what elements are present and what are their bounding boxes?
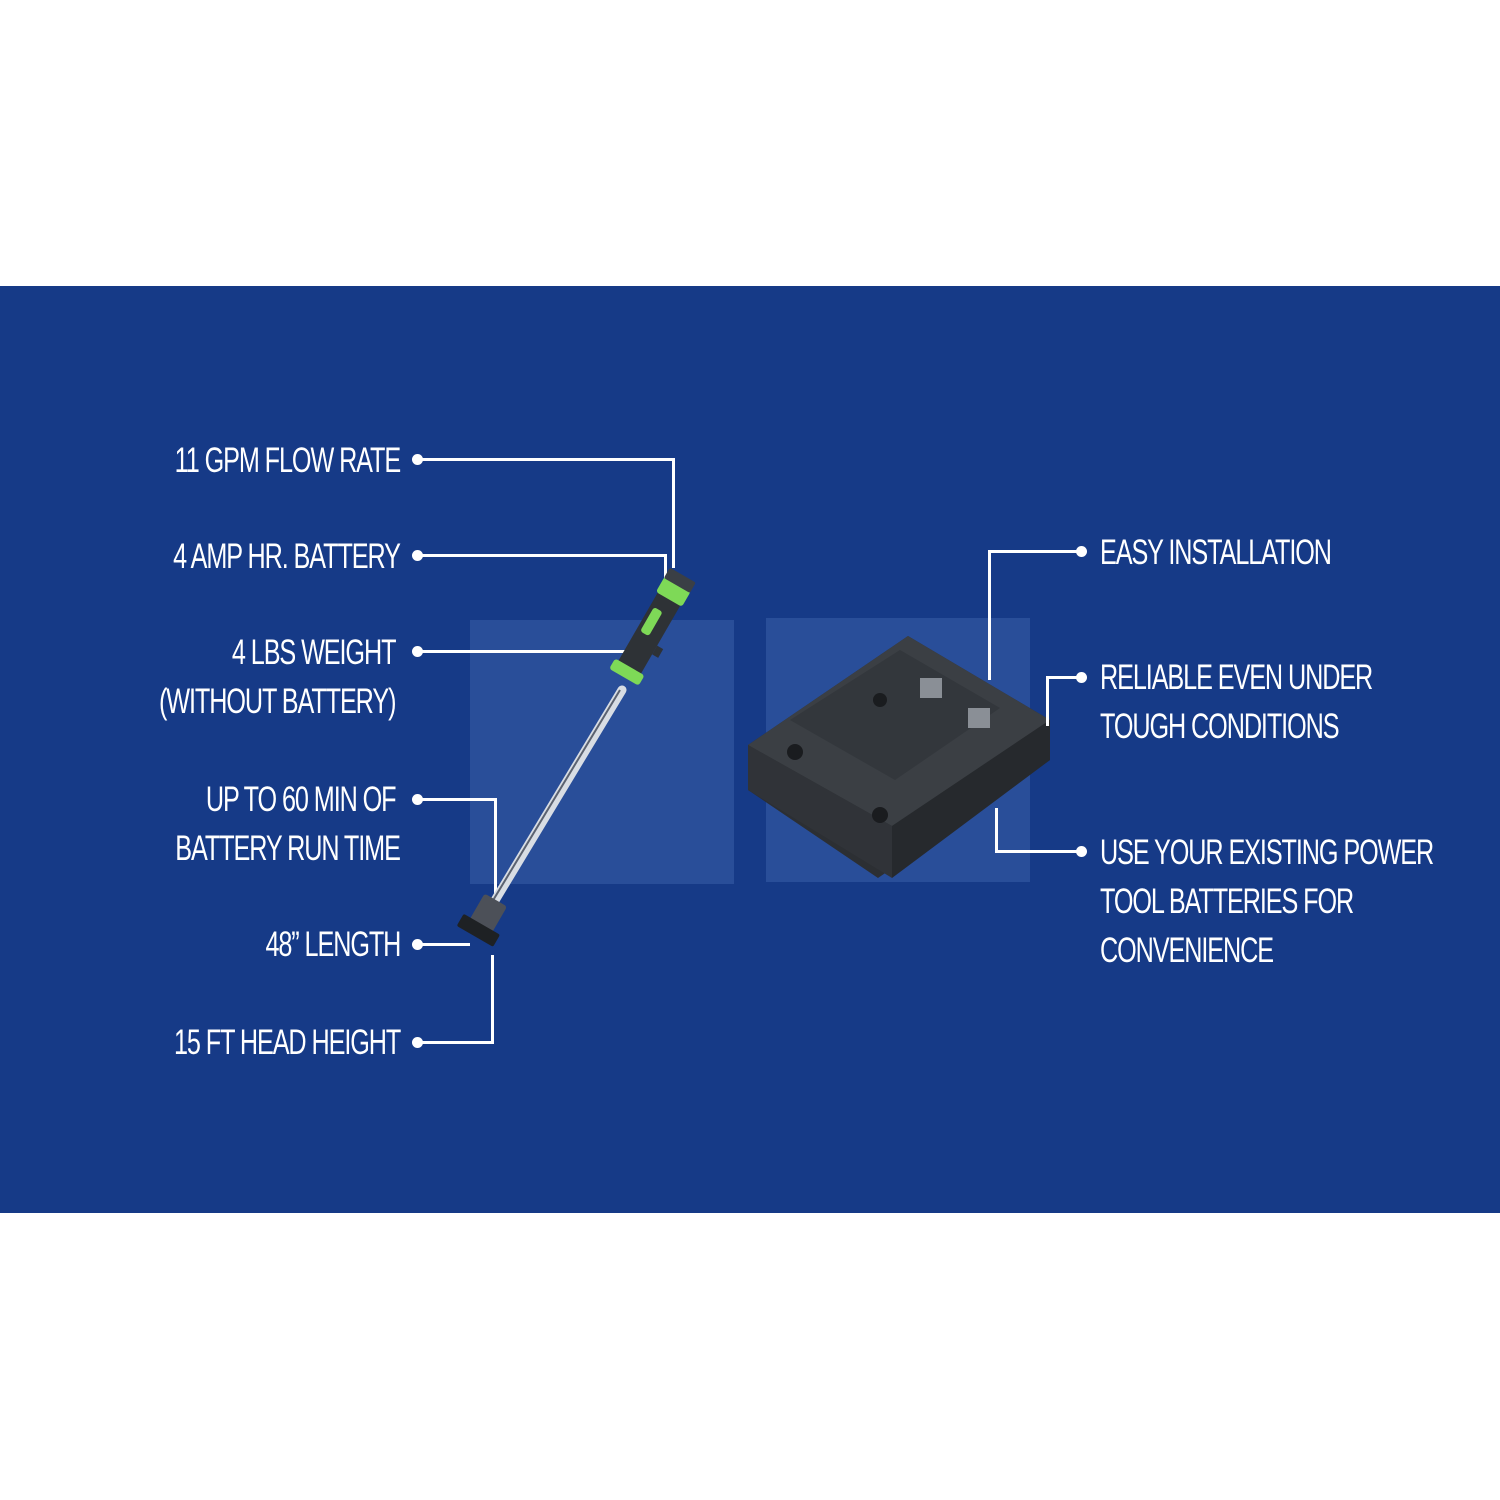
feature-run-time: UP TO 60 MIN OF BATTERY RUN TIME xyxy=(175,775,401,873)
feature-flow-rate: 11 GPM FLOW RATE xyxy=(174,436,402,485)
feature-battery: 4 AMP HR. BATTERY xyxy=(173,532,401,581)
feature-length: 48” LENGTH xyxy=(265,920,401,969)
connector-dot xyxy=(1076,672,1087,683)
feature-text: RELIABLE EVEN UNDER xyxy=(1100,658,1373,697)
feature-reliable: RELIABLE EVEN UNDER TOUGH CONDITIONS xyxy=(1100,653,1373,751)
feature-text: 4 LBS WEIGHT xyxy=(231,633,397,672)
connector-line xyxy=(418,1041,494,1044)
feature-text: USE YOUR EXISTING POWER xyxy=(1100,833,1434,872)
connector-line xyxy=(418,798,496,801)
feature-text: TOOL BATTERIES FOR xyxy=(1100,882,1354,921)
connector-line xyxy=(988,550,1080,553)
feature-easy-installation: EASY INSTALLATION xyxy=(1100,528,1332,577)
feature-text: EASY INSTALLATION xyxy=(1100,533,1332,572)
connector-dot xyxy=(412,454,423,465)
connector-line xyxy=(995,808,998,853)
feature-text: CONVENIENCE xyxy=(1100,931,1274,970)
connector-dot xyxy=(412,1037,423,1048)
connector-line xyxy=(418,554,666,557)
connector-line xyxy=(494,798,497,898)
feature-text: 48” LENGTH xyxy=(265,925,401,964)
connector-line xyxy=(1046,676,1080,679)
connector-dot xyxy=(1076,546,1087,557)
feature-text: 11 GPM FLOW RATE xyxy=(174,441,402,480)
feature-text: UP TO 60 MIN OF xyxy=(206,780,397,819)
connector-dot xyxy=(1076,846,1087,857)
product-backdrop-left xyxy=(470,620,734,884)
connector-line xyxy=(491,955,494,1044)
connector-line xyxy=(418,458,674,461)
feature-text: TOUGH CONDITIONS xyxy=(1100,707,1340,746)
connector-line xyxy=(988,550,991,680)
connector-dot xyxy=(412,646,423,657)
connector-line xyxy=(664,554,667,580)
connector-line xyxy=(418,943,470,946)
feature-head-height: 15 FT HEAD HEIGHT xyxy=(173,1018,401,1067)
feature-text: (WITHOUT BATTERY) xyxy=(158,682,397,721)
connector-dot xyxy=(412,794,423,805)
connector-line xyxy=(418,650,626,653)
feature-existing-batteries: USE YOUR EXISTING POWER TOOL BATTERIES F… xyxy=(1100,828,1434,975)
connector-line xyxy=(672,458,675,568)
feature-text: 4 AMP HR. BATTERY xyxy=(173,537,401,576)
feature-weight: 4 LBS WEIGHT (WITHOUT BATTERY) xyxy=(158,628,397,726)
feature-text: BATTERY RUN TIME xyxy=(175,829,401,868)
feature-text: 15 FT HEAD HEIGHT xyxy=(173,1023,401,1062)
connector-line xyxy=(995,850,1080,853)
connector-line xyxy=(1046,676,1049,726)
connector-dot xyxy=(412,939,423,950)
connector-dot xyxy=(412,550,423,561)
